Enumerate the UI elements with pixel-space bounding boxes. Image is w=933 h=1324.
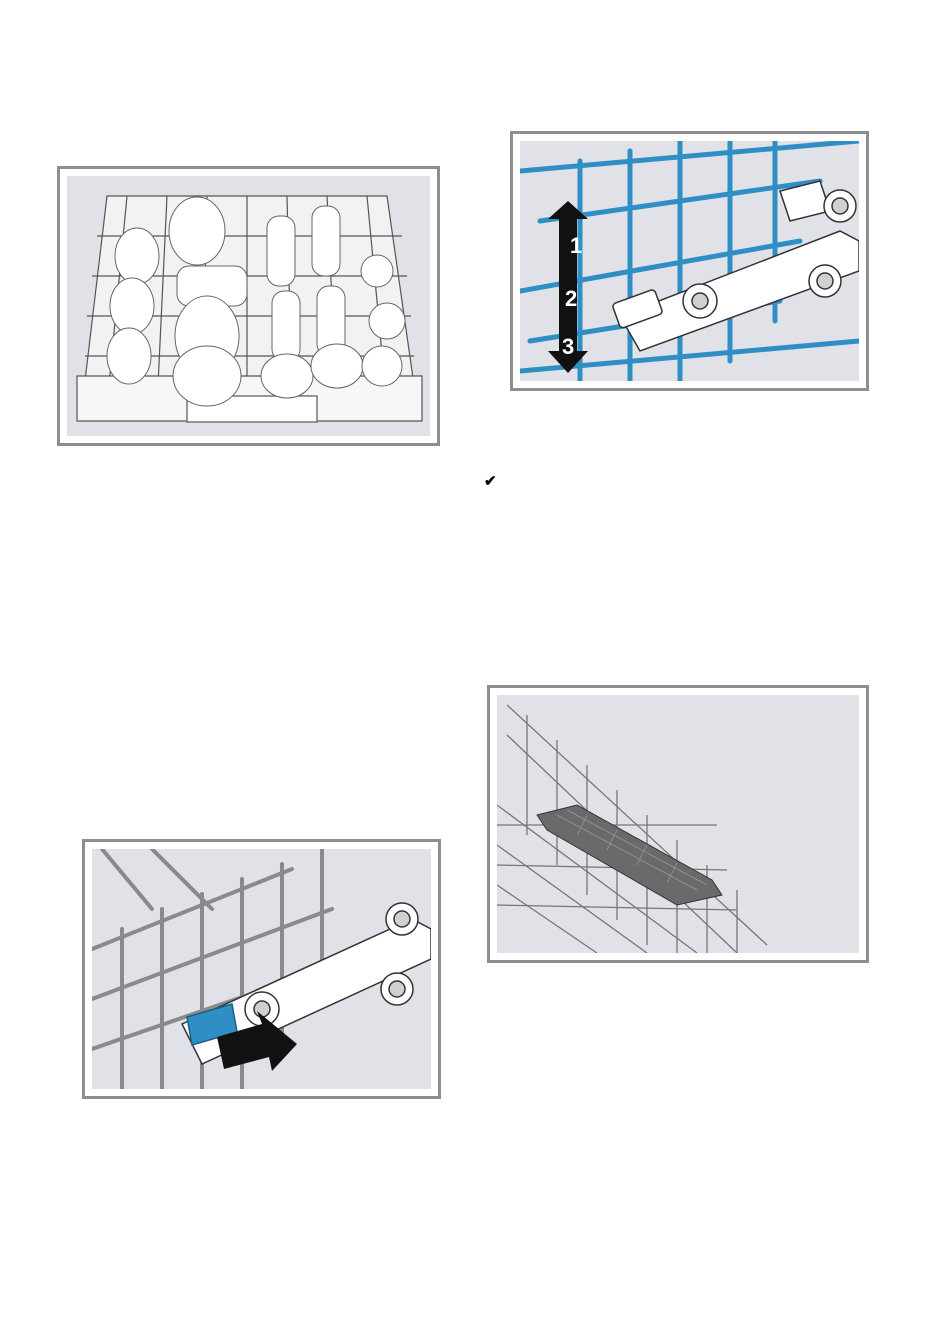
figure-height-adjustment: 1 2 3 (510, 131, 869, 391)
height-level-3-label: 3 (562, 334, 574, 359)
checkmark-icon: ✔ (484, 474, 498, 490)
loaded-rack-drawing (67, 176, 430, 436)
figure-release-lever (82, 839, 441, 1099)
figure-loaded-rack-illustration (67, 176, 430, 436)
height-level-2-label: 2 (565, 286, 577, 311)
figure-fold-down-shelf-illustration (497, 695, 859, 953)
figure-height-adjustment-illustration: 1 2 3 (520, 141, 859, 381)
height-adjustment-drawing: 1 2 3 (520, 141, 859, 381)
fold-down-shelf-drawing (497, 695, 859, 953)
figure-release-lever-illustration (92, 849, 431, 1089)
release-lever-drawing (92, 849, 431, 1089)
figure-fold-down-shelf (487, 685, 869, 963)
figure-loaded-rack (57, 166, 440, 446)
height-level-1-label: 1 (570, 233, 582, 258)
